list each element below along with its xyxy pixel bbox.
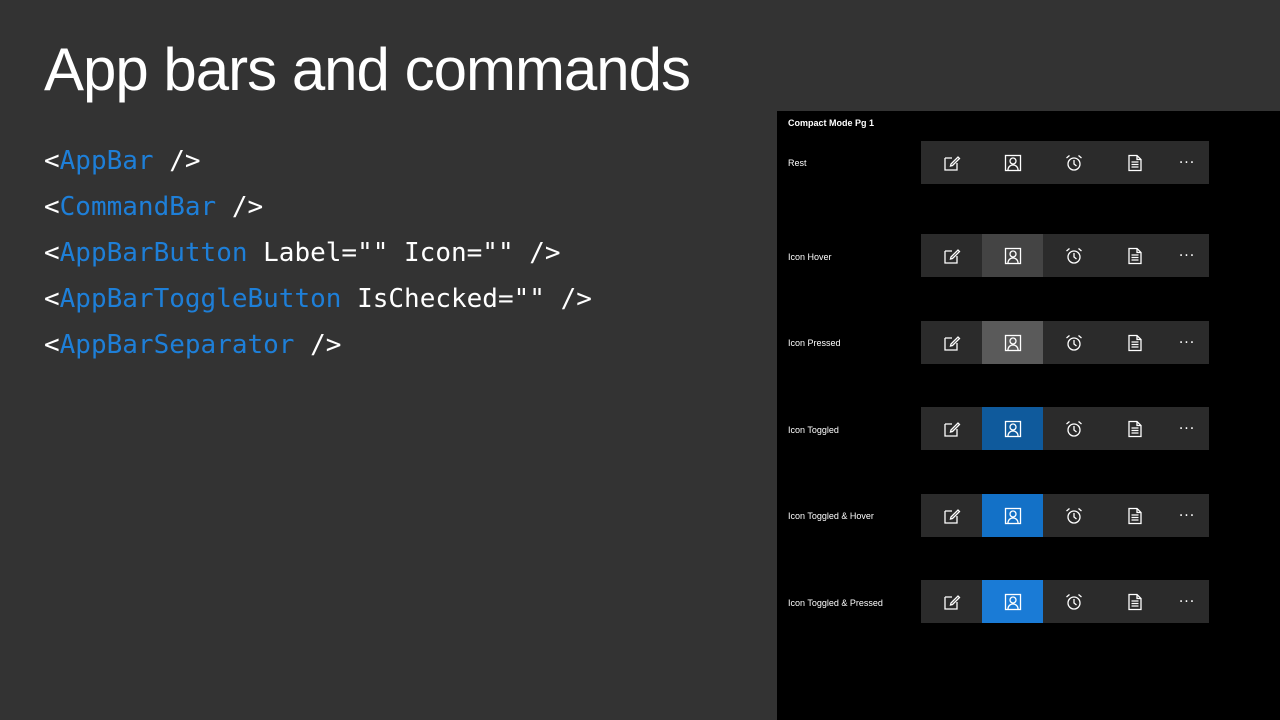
row-label: Icon Toggled: [788, 425, 839, 435]
edit-icon: [942, 592, 962, 612]
more-icon: ···: [1178, 154, 1196, 171]
code-tag: AppBarButton: [59, 238, 248, 268]
contact-button[interactable]: [982, 234, 1043, 277]
alarm-clock-icon: [1064, 246, 1084, 266]
more-button[interactable]: ···: [1165, 321, 1209, 364]
code-tag: AppBarSeparator: [59, 330, 295, 360]
more-icon: ···: [1178, 247, 1196, 264]
document-button[interactable]: [1104, 234, 1165, 277]
code-tag: AppBar: [59, 146, 154, 176]
contact-icon: [1003, 153, 1023, 173]
edit-icon: [942, 246, 962, 266]
alarm-button[interactable]: [1043, 580, 1104, 623]
code-block: <AppBar /> <CommandBar /> <AppBarButton …: [44, 138, 592, 368]
row-label: Rest: [788, 158, 807, 168]
edit-button[interactable]: [921, 234, 982, 277]
alarm-clock-icon: [1064, 592, 1084, 612]
command-bar-hover: ···: [921, 234, 1209, 277]
alarm-button[interactable]: [1043, 321, 1104, 364]
compact-mode-panel: Compact Mode Pg 1 Rest ··· Icon Hover ··…: [777, 111, 1280, 720]
contact-icon: [1003, 506, 1023, 526]
document-icon: [1125, 506, 1145, 526]
code-line-appbar: <AppBar />: [44, 138, 592, 184]
code-tag: AppBarToggleButton: [59, 284, 342, 314]
alarm-button[interactable]: [1043, 494, 1104, 537]
contact-icon: [1003, 419, 1023, 439]
document-button[interactable]: [1104, 580, 1165, 623]
edit-icon: [942, 153, 962, 173]
alarm-button[interactable]: [1043, 141, 1104, 184]
panel-title: Compact Mode Pg 1: [788, 118, 875, 128]
row-label: Icon Pressed: [788, 338, 841, 348]
code-rest: />: [153, 146, 201, 176]
command-bar-rest: ···: [921, 141, 1209, 184]
edit-button[interactable]: [921, 494, 982, 537]
contact-button[interactable]: [982, 321, 1043, 364]
code-tag: CommandBar: [59, 192, 217, 222]
code-bracket: <: [44, 146, 60, 176]
contact-icon: [1003, 592, 1023, 612]
document-button[interactable]: [1104, 494, 1165, 537]
command-bar-toggled: ···: [921, 407, 1209, 450]
more-icon: ···: [1178, 507, 1196, 524]
document-icon: [1125, 419, 1145, 439]
more-button[interactable]: ···: [1165, 580, 1209, 623]
code-rest: />: [216, 192, 264, 222]
document-icon: [1125, 153, 1145, 173]
code-rest: Label="" Icon="" />: [247, 238, 561, 268]
code-line-appbartogglebutton: <AppBarToggleButton IsChecked="" />: [44, 276, 592, 322]
alarm-button[interactable]: [1043, 234, 1104, 277]
slide-title: App bars and commands: [44, 36, 691, 103]
edit-button[interactable]: [921, 407, 982, 450]
contact-icon: [1003, 333, 1023, 353]
document-button[interactable]: [1104, 141, 1165, 184]
command-bar-toggled-pressed: ···: [921, 580, 1209, 623]
code-line-appbarseparator: <AppBarSeparator />: [44, 322, 592, 368]
more-button[interactable]: ···: [1165, 141, 1209, 184]
edit-button[interactable]: [921, 580, 982, 623]
row-label: Icon Toggled & Hover: [788, 511, 874, 521]
alarm-clock-icon: [1064, 506, 1084, 526]
document-icon: [1125, 592, 1145, 612]
edit-button[interactable]: [921, 141, 982, 184]
document-button[interactable]: [1104, 407, 1165, 450]
more-icon: ···: [1178, 420, 1196, 437]
more-icon: ···: [1178, 334, 1196, 351]
more-button[interactable]: ···: [1165, 407, 1209, 450]
edit-button[interactable]: [921, 321, 982, 364]
contact-button[interactable]: [982, 580, 1043, 623]
alarm-button[interactable]: [1043, 407, 1104, 450]
contact-icon: [1003, 246, 1023, 266]
code-line-commandbar: <CommandBar />: [44, 184, 592, 230]
alarm-clock-icon: [1064, 153, 1084, 173]
more-icon: ···: [1178, 593, 1196, 610]
contact-button[interactable]: [982, 407, 1043, 450]
alarm-clock-icon: [1064, 419, 1084, 439]
alarm-clock-icon: [1064, 333, 1084, 353]
document-icon: [1125, 333, 1145, 353]
command-bar-pressed: ···: [921, 321, 1209, 364]
code-bracket: <: [44, 192, 60, 222]
edit-icon: [942, 419, 962, 439]
more-button[interactable]: ···: [1165, 234, 1209, 277]
code-rest: />: [294, 330, 342, 360]
row-label: Icon Toggled & Pressed: [788, 598, 883, 608]
contact-button[interactable]: [982, 494, 1043, 537]
contact-button[interactable]: [982, 141, 1043, 184]
code-rest: IsChecked="" />: [341, 284, 592, 314]
code-bracket: <: [44, 238, 60, 268]
document-button[interactable]: [1104, 321, 1165, 364]
code-bracket: <: [44, 330, 60, 360]
row-label: Icon Hover: [788, 252, 832, 262]
code-line-appbarbutton: <AppBarButton Label="" Icon="" />: [44, 230, 592, 276]
more-button[interactable]: ···: [1165, 494, 1209, 537]
document-icon: [1125, 246, 1145, 266]
edit-icon: [942, 506, 962, 526]
edit-icon: [942, 333, 962, 353]
command-bar-toggled-hover: ···: [921, 494, 1209, 537]
code-bracket: <: [44, 284, 60, 314]
